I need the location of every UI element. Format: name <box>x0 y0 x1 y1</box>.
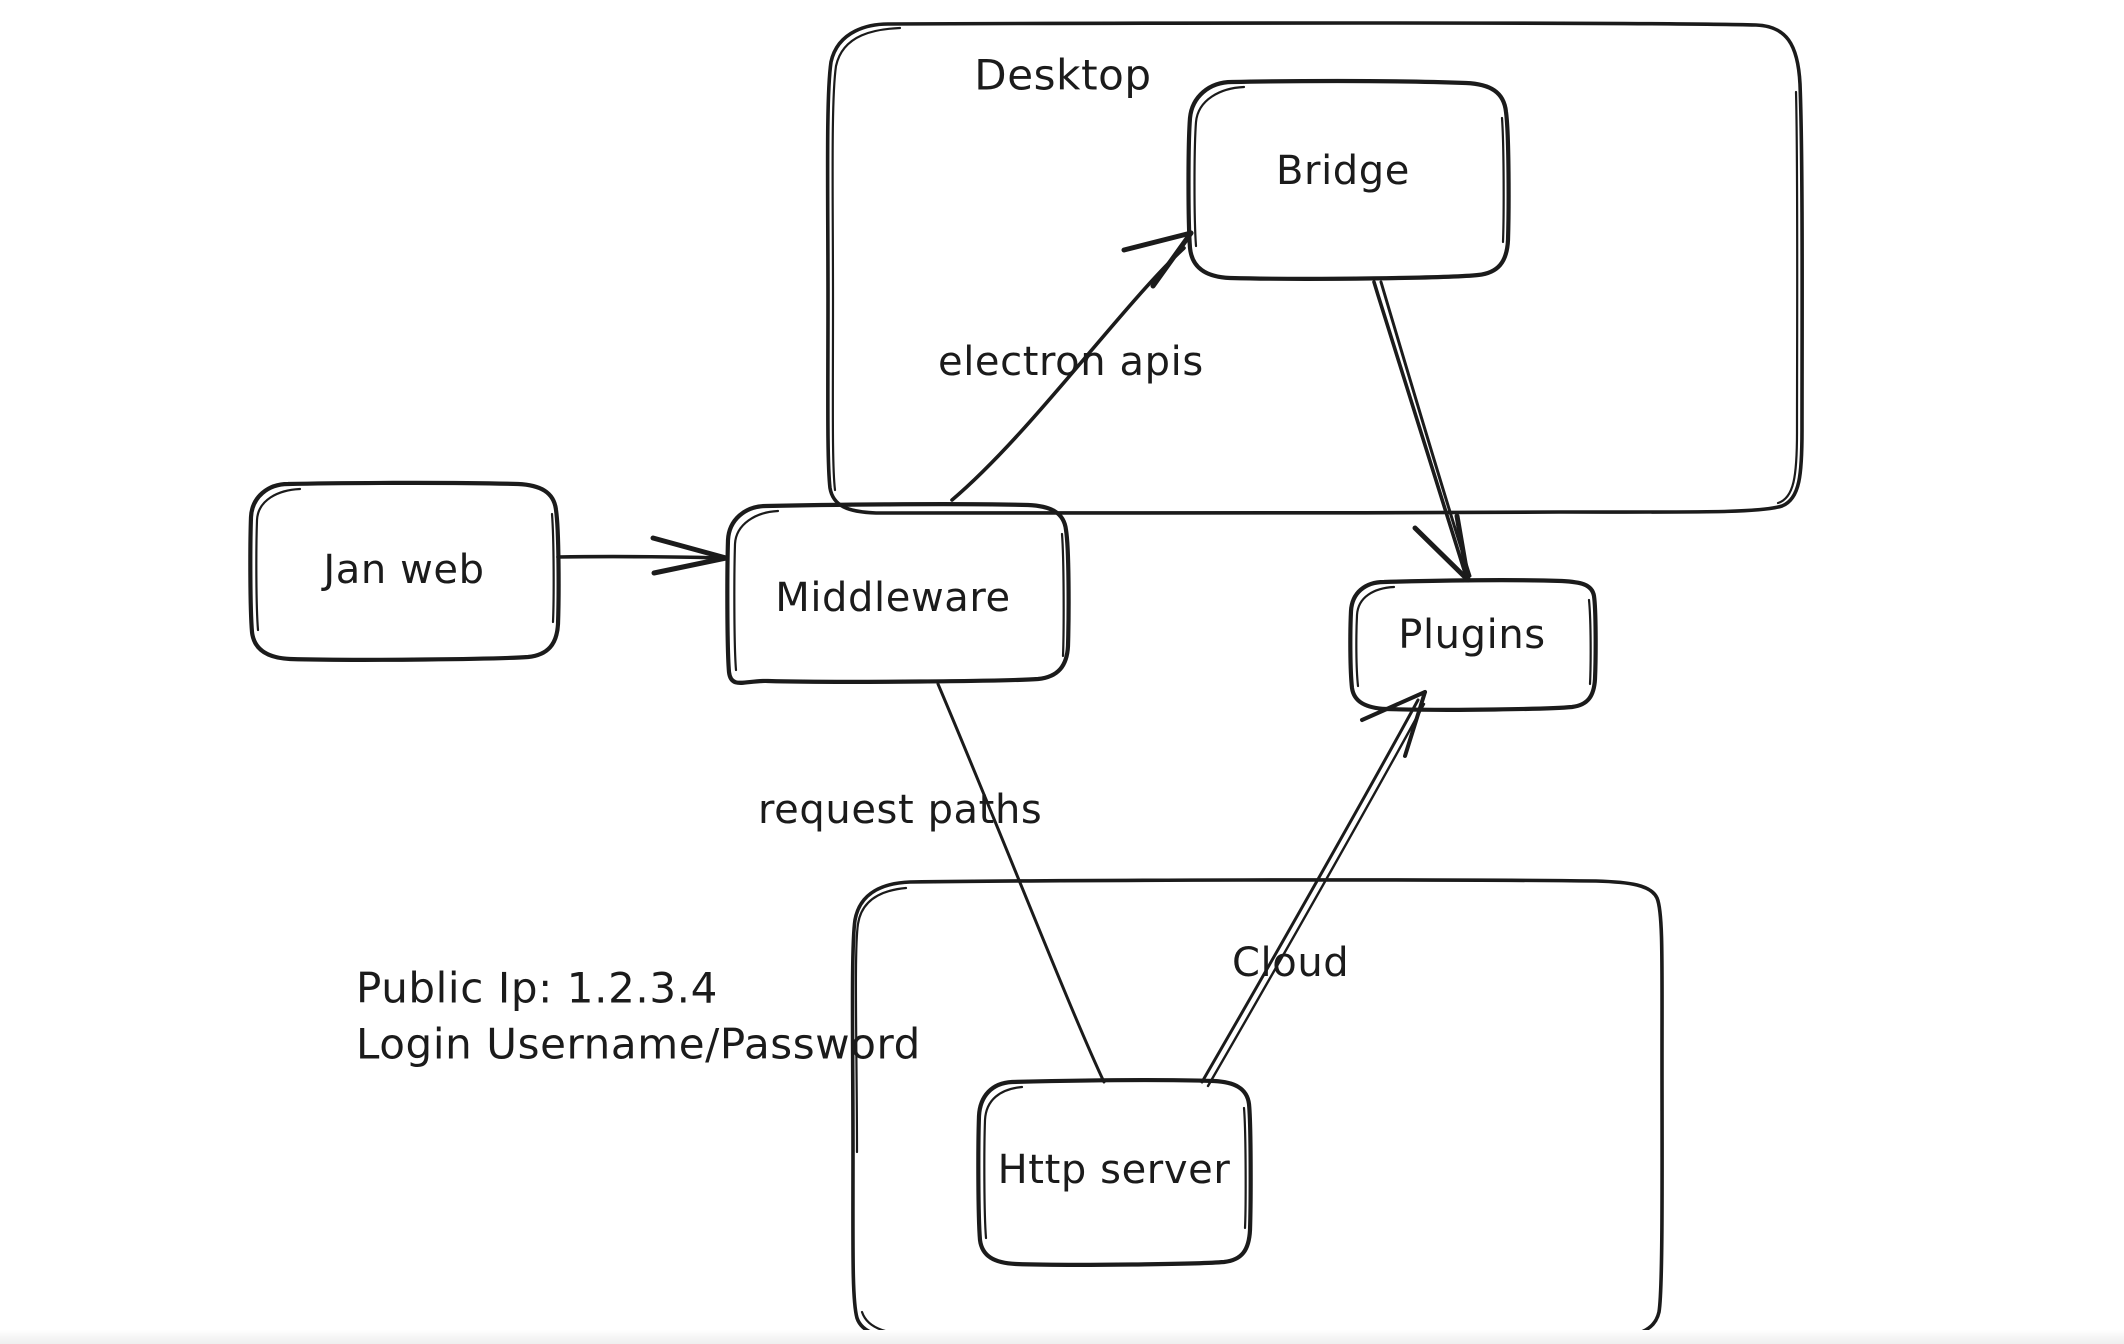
node-label-plugins: Plugins <box>1398 612 1545 658</box>
container-desktop[interactable]: Desktop <box>825 21 1804 516</box>
edge-label-electron-apis: electron apis <box>938 339 1204 385</box>
page-bottom-edge <box>0 1330 2124 1344</box>
node-label-middleware: Middleware <box>775 575 1011 621</box>
edge-label-cloud: Cloud <box>1232 940 1349 986</box>
edge-middleware-to-http-server[interactable] <box>936 682 1106 1084</box>
edge-jan-web-to-middleware[interactable] <box>556 535 729 576</box>
edge-label-request-paths: request paths <box>758 787 1042 833</box>
container-label-desktop: Desktop <box>974 51 1151 100</box>
notes-block: Public Ip: 1.2.3.4 Login Username/Passwo… <box>356 964 921 1069</box>
edge-middleware-to-bridge[interactable]: electron apis <box>938 230 1204 502</box>
node-bridge[interactable]: Bridge <box>1186 78 1511 281</box>
node-middleware[interactable]: Middleware <box>725 502 1071 685</box>
edge-bridge-to-plugins[interactable] <box>1372 280 1472 583</box>
note-public-ip: Public Ip: 1.2.3.4 <box>356 964 718 1013</box>
node-label-bridge: Bridge <box>1276 148 1410 194</box>
node-label-http-server: Http server <box>998 1147 1231 1193</box>
note-login: Login Username/Password <box>356 1020 921 1069</box>
edge-http-server-to-plugins[interactable]: Cloud <box>1200 690 1427 1088</box>
node-label-jan-web: Jan web <box>320 547 484 593</box>
node-http-server[interactable]: Http server <box>976 1078 1253 1267</box>
node-jan-web[interactable]: Jan web <box>248 480 561 662</box>
node-plugins[interactable]: Plugins <box>1348 578 1598 712</box>
